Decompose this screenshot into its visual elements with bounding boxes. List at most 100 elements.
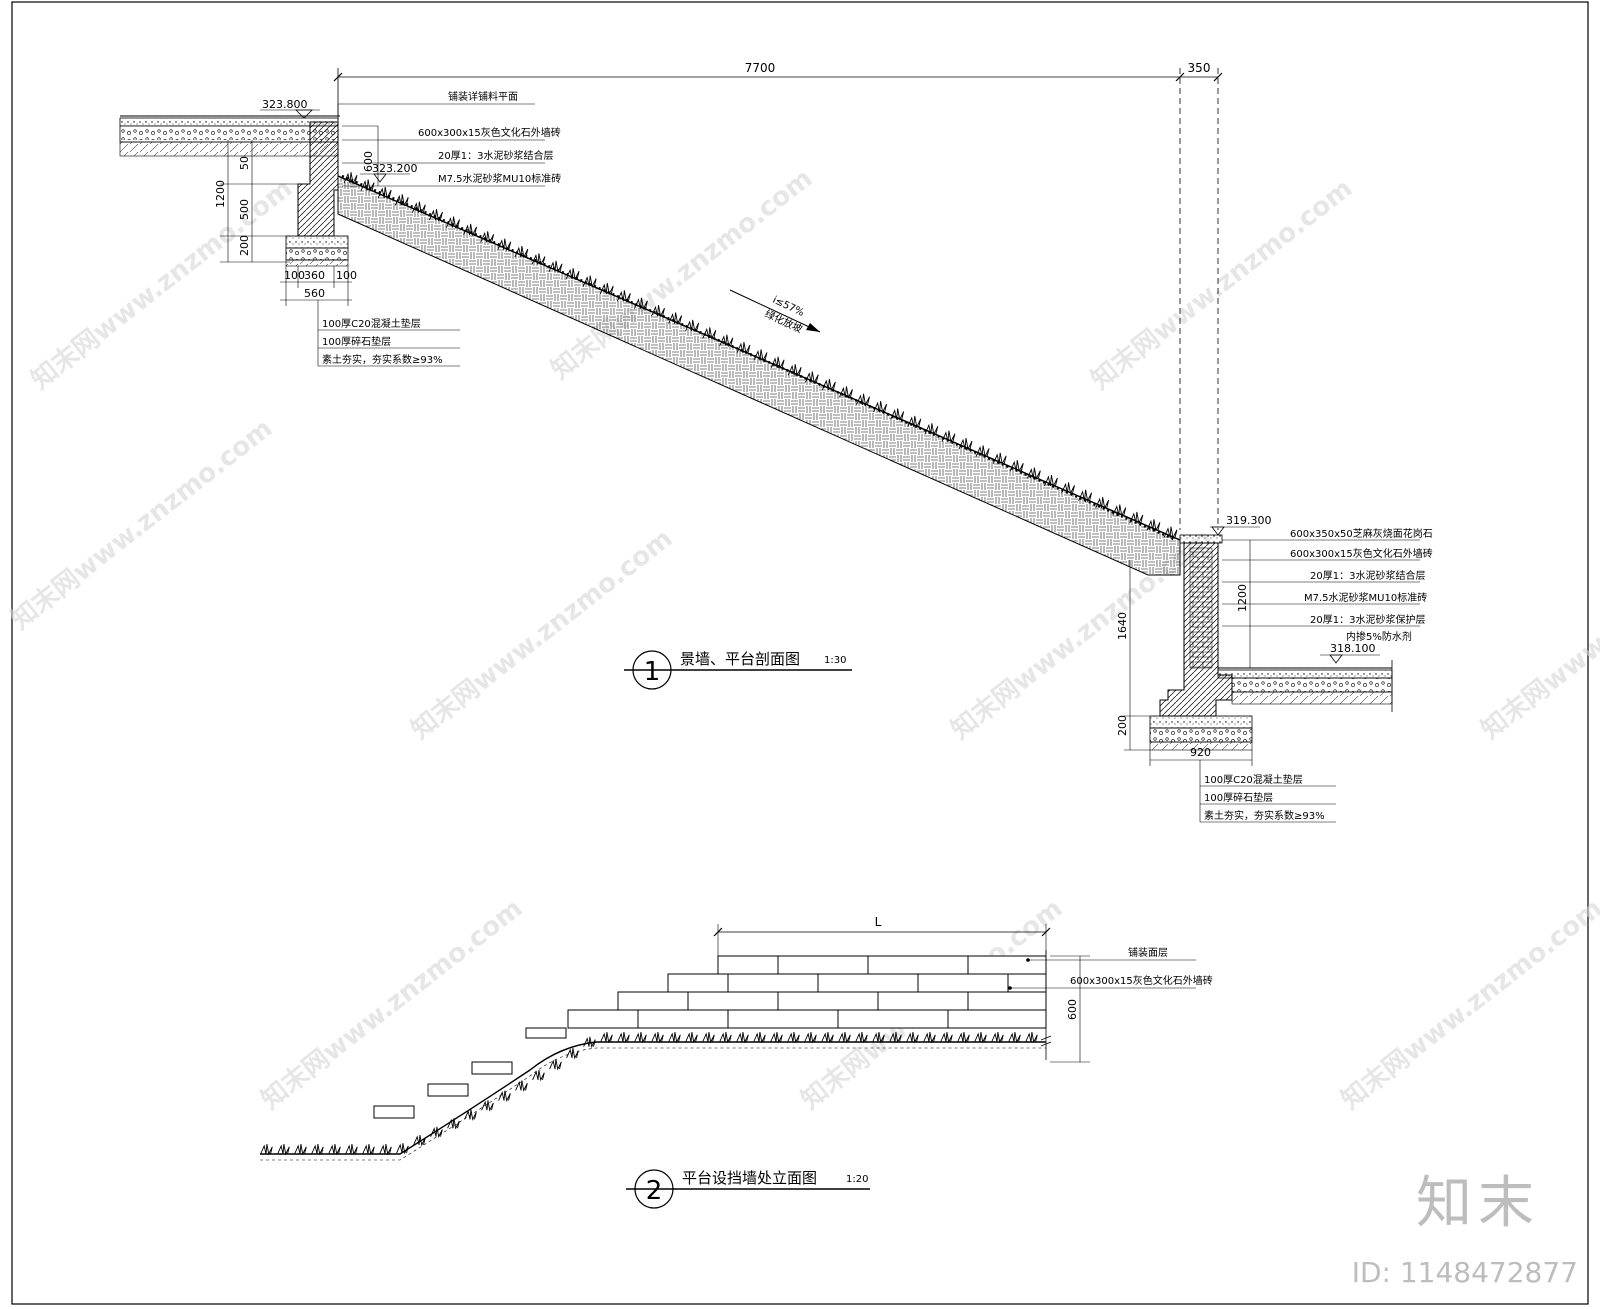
grass-tuft — [1112, 504, 1127, 517]
grass-tuft — [582, 275, 597, 288]
elev-left-mid: 323.200 — [372, 162, 418, 175]
left-dim-600: 600 — [362, 151, 375, 172]
grass-tuft — [599, 282, 614, 296]
grass-tuft — [991, 1032, 1004, 1044]
left-base-100a: 100 — [284, 269, 305, 282]
left-vertical-dimensions: 1200 500 200 50 — [214, 140, 300, 263]
right-dim-200: 200 — [1116, 715, 1129, 736]
grass-tuft — [463, 223, 478, 237]
left-platform: 323.800 323.200 — [119, 98, 418, 267]
right-dimensions: 1640 200 920 — [1116, 560, 1253, 766]
grass-tuft — [770, 356, 785, 370]
grass-tuft — [565, 268, 580, 281]
grass-tuft — [907, 415, 922, 429]
grass-tuft — [941, 430, 956, 444]
section2-title: 平台设挡墙处立面图 — [682, 1169, 817, 1187]
grass-tuft — [498, 1090, 511, 1102]
left-layer-1: 600x300x15灰色文化石外墙砖 — [418, 126, 561, 139]
dim-350: 350 — [1188, 61, 1211, 75]
grass-tuft — [429, 209, 443, 222]
right-layer-4: M7.5水泥砂浆MU10标准砖 — [1304, 591, 1427, 604]
grass-tuft — [974, 1032, 987, 1044]
elevation-layer-2: 600x300x15灰色文化石外墙砖 — [1070, 974, 1213, 987]
section1-title-block: 1 景墙、平台剖面图 1:30 — [624, 650, 852, 690]
grass-tuft — [430, 1126, 443, 1139]
grass-tuft — [685, 1032, 698, 1044]
grass-tuft — [940, 1032, 953, 1044]
grass-tuft — [634, 297, 648, 311]
grass-tuft — [702, 1032, 715, 1044]
left-layer-callouts: 铺装详铺料平面 600x300x15灰色文化石外墙砖 20厚1：3水泥砂浆结合层… — [337, 90, 561, 187]
dim-7700: 7700 — [745, 61, 776, 75]
right-layer-6: 内掺5%防水剂 — [1346, 630, 1412, 643]
grass-tuft — [872, 1032, 885, 1044]
right-foundation-1: 100厚C20混凝土垫层 — [1204, 773, 1303, 786]
right-layer-1: 600x350x50芝麻灰烧面花岗石 — [1290, 527, 1433, 540]
left-layer-3: M7.5水泥砂浆MU10标准砖 — [438, 172, 561, 185]
slope-section: i≤57% 绿化放坡 — [337, 172, 1181, 576]
watermark-text: 知末网www.znzmo.com — [256, 893, 528, 1115]
grass-tuft — [685, 319, 700, 333]
grass-tuft — [600, 1032, 613, 1044]
section1-scale: 1:30 — [824, 655, 846, 666]
watermark-text: 知末网www.znzmo.com — [406, 523, 678, 745]
grass-tuft — [873, 401, 888, 414]
left-paving-note: 铺装详铺料平面 — [448, 90, 518, 103]
left-dim-50: 50 — [238, 156, 251, 170]
left-layer-2: 20厚1：3水泥砂浆结合层 — [438, 149, 553, 162]
right-layer-5: 20厚1：3水泥砂浆保护层 — [1310, 613, 1425, 626]
left-base-total: 560 — [304, 287, 325, 300]
section2-title-block: 2 平台设挡墙处立面图 1:20 — [626, 1169, 870, 1209]
grass-tuft — [480, 231, 495, 244]
elevation-wall — [260, 950, 1052, 1161]
grass-tuft — [668, 312, 683, 325]
grass-tuft — [311, 1144, 324, 1156]
grass-tuft — [360, 179, 375, 192]
grass-tuft — [583, 1036, 596, 1049]
grass-tuft — [1044, 474, 1058, 488]
grass-tuft — [277, 1144, 290, 1156]
right-layer-2: 600x300x15灰色文化石外墙砖 — [1290, 547, 1433, 560]
grass-tuft — [377, 186, 392, 200]
elev-left-top: 323.800 — [262, 98, 308, 111]
grass-tuft — [548, 260, 563, 274]
section2-number: 2 — [646, 1176, 663, 1206]
grass-tuft — [890, 408, 905, 421]
grass-tuft — [1163, 526, 1178, 540]
grass-tuft — [787, 364, 802, 377]
grass-tuft — [1129, 511, 1144, 525]
grass-tuft — [753, 1032, 766, 1044]
left-dim-1200: 1200 — [214, 180, 227, 208]
elev-right-bottom: 318.100 — [1330, 642, 1376, 655]
right-dim-1200: 1200 — [1236, 584, 1249, 612]
right-dim-920: 920 — [1190, 746, 1211, 759]
elevation-dim-600: 600 — [1066, 999, 1079, 1020]
grass-tuft — [413, 1134, 426, 1147]
grass-tuft — [1061, 482, 1075, 495]
grass-tuft — [549, 1059, 562, 1071]
grass-tuft — [957, 1032, 970, 1044]
grass-tuft — [821, 1032, 834, 1044]
grass-tuft — [719, 334, 734, 348]
grass-tuft — [343, 172, 358, 185]
grass-tuft — [1008, 1032, 1021, 1044]
grass-tuft — [787, 1032, 800, 1044]
left-foundation-3: 素土夯实，夯实系数≥93% — [322, 353, 443, 366]
top-dimension: 7700 350 — [333, 61, 1223, 530]
grass-tuft — [839, 386, 853, 399]
section1-title: 景墙、平台剖面图 — [680, 650, 800, 668]
elevation-dimensions: L 600 — [713, 915, 1090, 1063]
grass-tuft — [838, 1032, 851, 1044]
left-base-dimensions: 100 360 100 560 — [280, 266, 357, 306]
elev-right-top: 319.300 — [1226, 514, 1272, 527]
grass-tuft — [855, 1032, 868, 1044]
grass-tuft — [379, 1144, 392, 1156]
right-layer-callouts: 600x350x50芝麻灰烧面花岗石 600x300x15灰色文化石外墙砖 20… — [1222, 527, 1433, 668]
grass-tuft — [634, 1032, 647, 1044]
left-base-100b: 100 — [336, 269, 357, 282]
watermark-text: 知末网www.znzmo.com — [1476, 523, 1600, 745]
grass-tuft — [770, 1032, 783, 1044]
grass-tuft — [1026, 467, 1041, 481]
grass-tuft — [514, 245, 529, 259]
grass-tuft — [531, 253, 546, 266]
